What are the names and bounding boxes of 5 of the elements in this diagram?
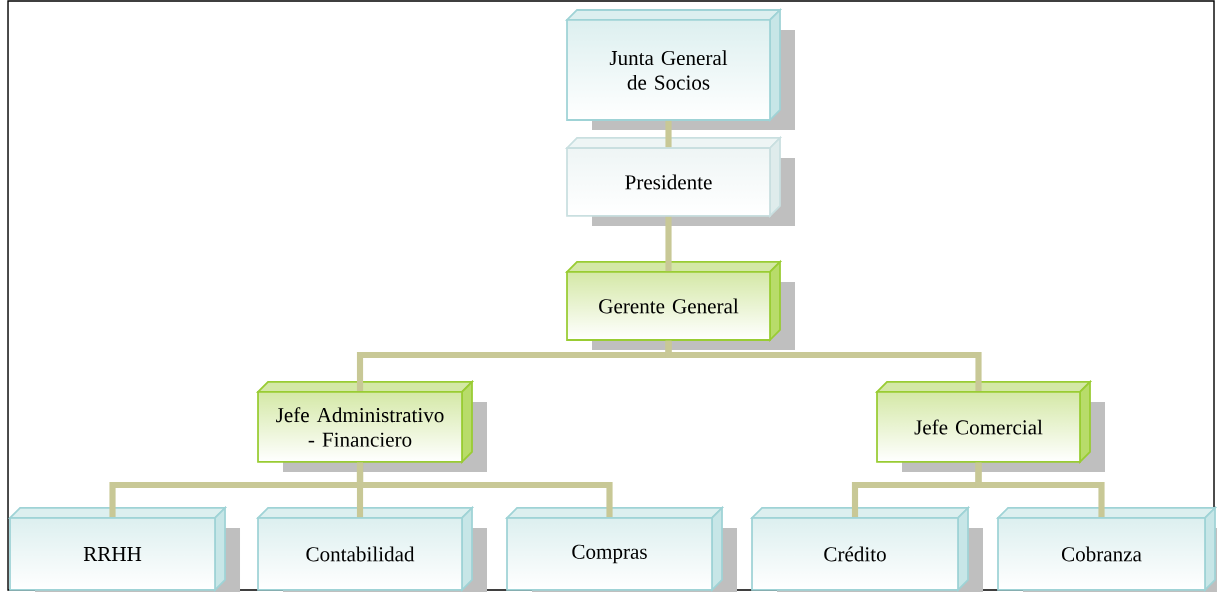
- connector-line: [665, 216, 672, 272]
- connector-line: [665, 120, 672, 148]
- connector-line: [356, 462, 613, 518]
- connector-line: [665, 340, 982, 392]
- connector-line: [975, 462, 1105, 518]
